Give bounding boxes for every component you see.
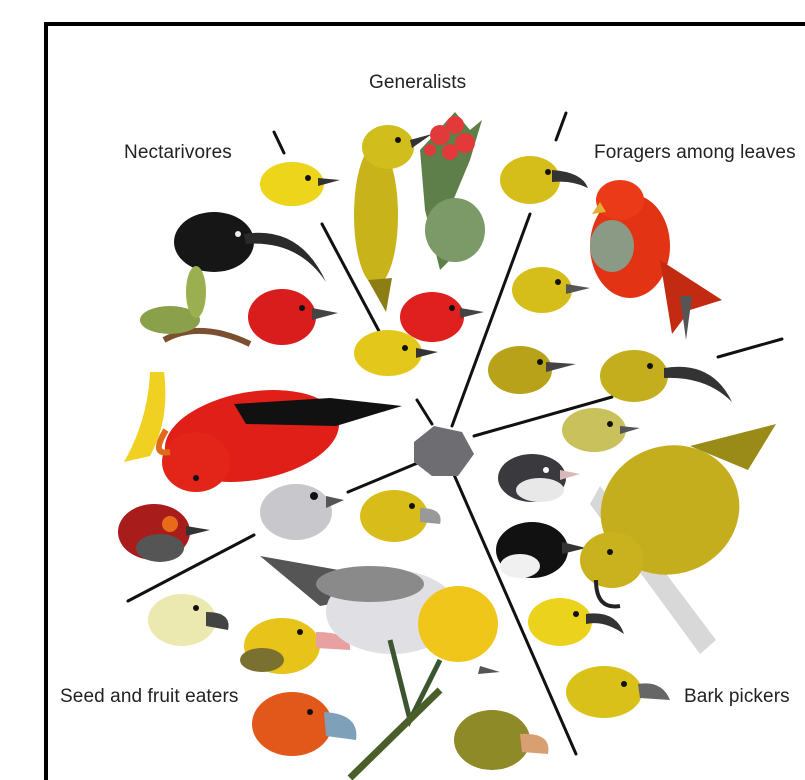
head-seed-3 <box>360 490 441 542</box>
label-generalists: Generalists <box>369 72 466 94</box>
central-hub <box>414 426 474 476</box>
head-seed-1 <box>118 504 210 562</box>
head-seed-6-orange <box>252 692 356 756</box>
head-forager-1 <box>500 156 588 204</box>
label-seed-fruit: Seed and fruit eaters <box>60 686 239 708</box>
head-forager-2 <box>512 267 590 313</box>
head-bark-5 <box>566 666 670 718</box>
head-seed-7-olive <box>454 710 548 770</box>
head-seed-2-grey <box>260 484 344 540</box>
head-red-2 <box>400 292 484 342</box>
head-yellow-1 <box>260 162 340 206</box>
label-bark: Bark pickers <box>684 686 790 708</box>
label-foragers: Foragers among leaves <box>594 142 796 164</box>
apapane-bird-illustration <box>590 180 722 340</box>
head-forager-4-curved <box>600 350 732 402</box>
label-nectarivores: Nectarivores <box>124 142 232 164</box>
head-red-1 <box>248 289 338 345</box>
head-seed-4 <box>148 594 229 646</box>
head-bark-1 <box>562 408 640 452</box>
head-bark-3-black <box>496 522 586 578</box>
head-bark-2-grey <box>498 454 580 502</box>
generalist-bird-illustration <box>354 112 485 312</box>
head-forager-3 <box>488 346 576 394</box>
